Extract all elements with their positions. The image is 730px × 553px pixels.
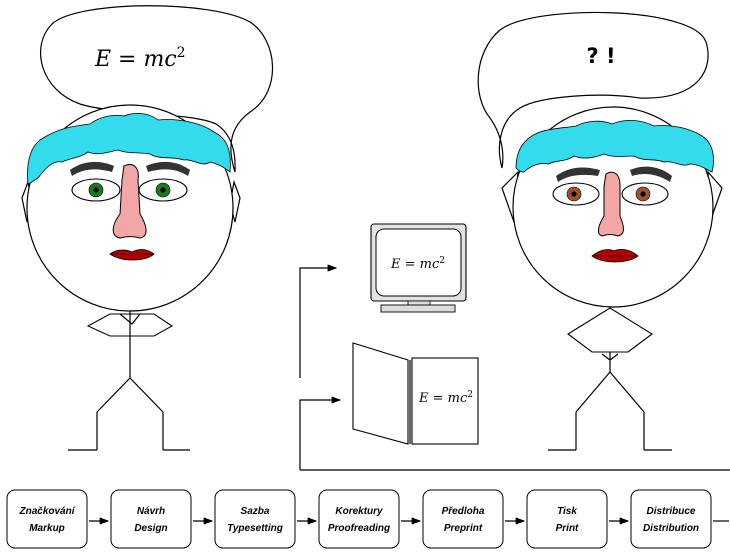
workflow-step-5-czech: Předloha	[442, 506, 485, 517]
workflow: Značkování Markup Návrh Design Sazba Typ…	[6, 489, 729, 549]
workflow-step-5: Předloha Preprint	[422, 489, 504, 549]
workflow-step-2: Návrh Design	[110, 489, 192, 549]
workflow-step-6-english: Print	[556, 523, 579, 534]
monitor-base	[380, 304, 456, 313]
left-speech-bubble	[39, 5, 274, 173]
workflow-step-1: Značkování Markup	[6, 489, 88, 549]
book-right-page	[411, 357, 479, 445]
right-eyebrow-left	[556, 167, 600, 182]
right-bubble-text: ? !	[586, 44, 615, 68]
right-body	[548, 307, 672, 451]
workflow-step-4-czech: Korektury	[335, 506, 383, 517]
left-eyebrow-right	[146, 161, 190, 176]
right-pupil-right	[640, 191, 646, 197]
right-figure: ? !	[477, 11, 723, 451]
right-hair	[515, 120, 714, 173]
workflow-step-3-czech: Sazba	[241, 506, 270, 517]
monitor-formula: E = mc	[390, 257, 440, 272]
left-pupil-right	[160, 187, 166, 193]
workflow-step-7-english: Distribution	[643, 523, 699, 534]
left-lips	[109, 249, 155, 261]
left-bubble-formula: E = mc	[94, 47, 177, 72]
workflow-step-7: Distribuce Distribution	[630, 489, 712, 549]
workflow-step-4: Korektury Proofreading	[318, 489, 400, 549]
left-figure: E = mc2	[21, 5, 274, 451]
workflow-step-2-english: Design	[134, 523, 167, 534]
book-formula: E = mc	[418, 391, 468, 406]
left-pupil-left	[93, 187, 99, 193]
workflow-step-3: Sazba Typesetting	[214, 489, 296, 549]
right-nose	[597, 171, 624, 237]
workflow-step-1-czech: Značkování	[18, 506, 75, 517]
left-eyebrow-left	[70, 161, 114, 176]
open-book: E = mc2	[352, 342, 479, 445]
left-hair	[27, 112, 231, 185]
workflow-step-6-czech: Tisk	[557, 506, 577, 517]
workflow-step-4-english: Proofreading	[328, 523, 390, 534]
workflow-step-2-czech: Návrh	[137, 506, 165, 517]
book-exponent: 2	[467, 390, 473, 400]
monitor-exponent: 2	[439, 256, 445, 266]
right-pupil-left	[571, 191, 577, 197]
left-body	[68, 311, 190, 451]
arrow-to-book	[299, 396, 342, 470]
monitor-screen	[375, 228, 462, 297]
svg-text:E = mc2: E = mc2	[94, 45, 186, 72]
workflow-step-6: Tisk Print	[526, 489, 608, 549]
right-speech-bubble	[477, 11, 709, 169]
workflow-step-7-czech: Distribuce	[647, 506, 696, 517]
left-bubble-exponent: 2	[177, 45, 186, 61]
connector-arrows	[299, 264, 730, 471]
arrow-to-monitor	[299, 264, 338, 378]
computer-monitor: E = mc2	[370, 223, 467, 313]
right-eyebrow-right	[630, 166, 672, 182]
left-nose	[112, 164, 147, 239]
workflow-step-1-english: Markup	[29, 523, 65, 534]
workflow-step-3-english: Typesetting	[227, 523, 283, 534]
svg-text:E = mc2: E = mc2	[390, 256, 445, 272]
book-left-page	[352, 342, 409, 445]
workflow-step-5-english: Preprint	[444, 523, 483, 534]
svg-text:E = mc2: E = mc2	[418, 390, 473, 406]
